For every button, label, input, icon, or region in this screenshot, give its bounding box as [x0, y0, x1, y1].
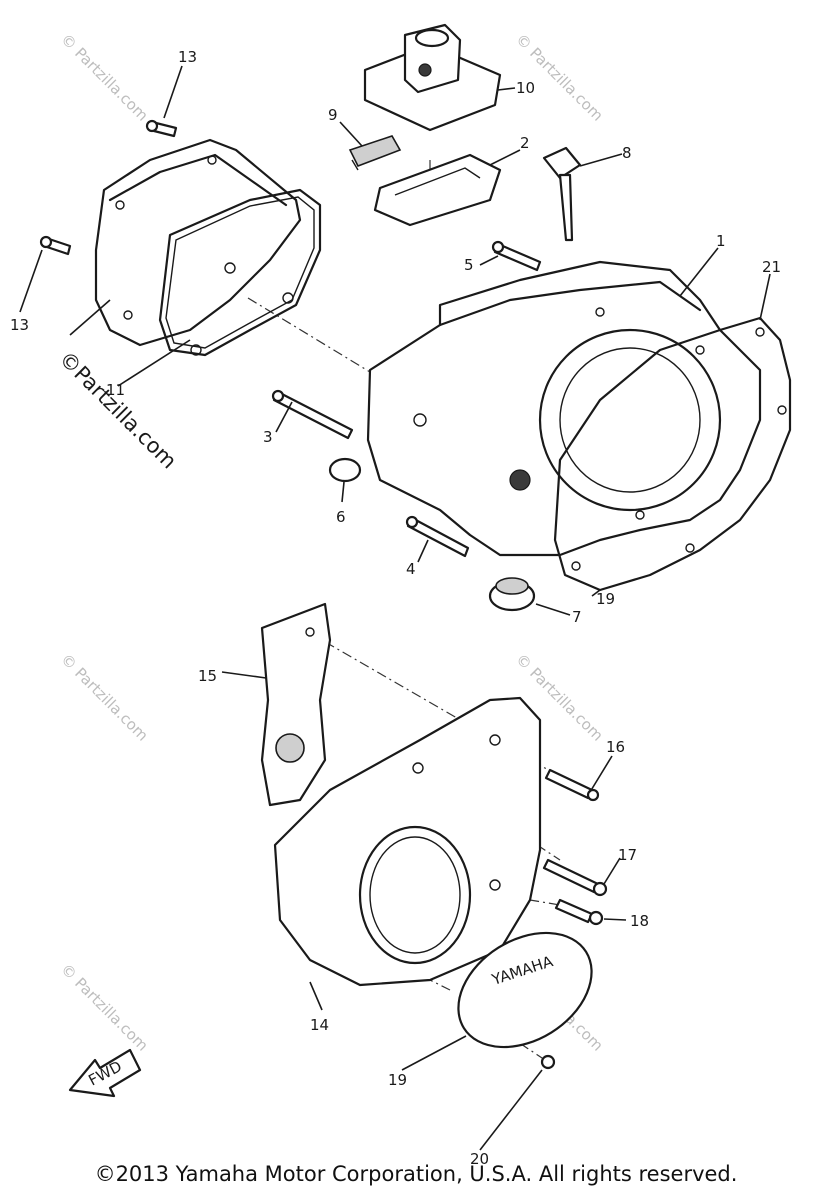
bolt-13-left — [39, 235, 72, 256]
label-4: 4 — [406, 560, 416, 578]
label-5: 5 — [464, 256, 474, 274]
side-watermark: ©Partzilla.com — [54, 347, 181, 474]
label-8: 8 — [622, 144, 632, 162]
label-3: 3 — [263, 428, 273, 446]
label-16: 16 — [606, 738, 625, 756]
label-9: 9 — [328, 106, 338, 124]
pad-9 — [348, 135, 402, 171]
label-18: 18 — [630, 912, 649, 930]
watermark: © Partzilla.com — [57, 650, 152, 745]
label-10: 10 — [516, 79, 535, 97]
crankcase-cover-1 — [366, 260, 762, 557]
cover-14 — [273, 696, 542, 987]
clip-2 — [373, 153, 502, 227]
watermark: © Partzilla.com — [57, 960, 152, 1055]
label-19-lower: 19 — [388, 1071, 407, 1089]
bolt-18 — [554, 898, 604, 926]
leader-lines — [19, 65, 771, 1151]
fwd-arrow: FWD — [68, 1048, 142, 1098]
label-6: 6 — [336, 508, 346, 526]
plug-6 — [328, 457, 362, 483]
label-19-upper: 19 — [596, 590, 615, 608]
cap-10 — [363, 23, 502, 132]
plate-15 — [260, 602, 332, 807]
gasket-21 — [553, 316, 792, 592]
watermark: © Partzilla.com — [512, 30, 607, 125]
seal-7 — [488, 577, 536, 612]
label-13-top: 13 — [178, 48, 197, 66]
label-1: 1 — [716, 232, 726, 250]
label-7: 7 — [572, 608, 582, 626]
label-21: 21 — [762, 258, 781, 276]
copyright-notice: ©2013 Yamaha Motor Corporation, U.S.A. A… — [94, 1162, 738, 1186]
part-labels: 13 13 10 9 2 8 5 1 21 11 3 6 4 19 7 15 1… — [10, 48, 781, 1168]
bolt-3 — [271, 389, 354, 440]
screw-20 — [540, 1054, 556, 1070]
label-17: 17 — [618, 846, 637, 864]
label-15: 15 — [198, 667, 217, 685]
bolt-16 — [544, 768, 600, 802]
gasket-11 — [158, 188, 322, 357]
side-cover-upper — [94, 138, 302, 347]
label-14: 14 — [310, 1016, 329, 1034]
round-cover-19: YAMAHA — [457, 931, 593, 1049]
label-11: 11 — [106, 381, 125, 399]
label-2: 2 — [520, 134, 530, 152]
bolt-5 — [491, 240, 542, 272]
label-20: 20 — [470, 1150, 489, 1168]
dipstick-8 — [542, 146, 582, 242]
bolt-4 — [405, 515, 470, 558]
bolt-17 — [542, 858, 608, 897]
label-13-left: 13 — [10, 316, 29, 334]
watermark: © Partzilla.com — [57, 30, 152, 125]
bolt-13-upper — [145, 119, 178, 138]
